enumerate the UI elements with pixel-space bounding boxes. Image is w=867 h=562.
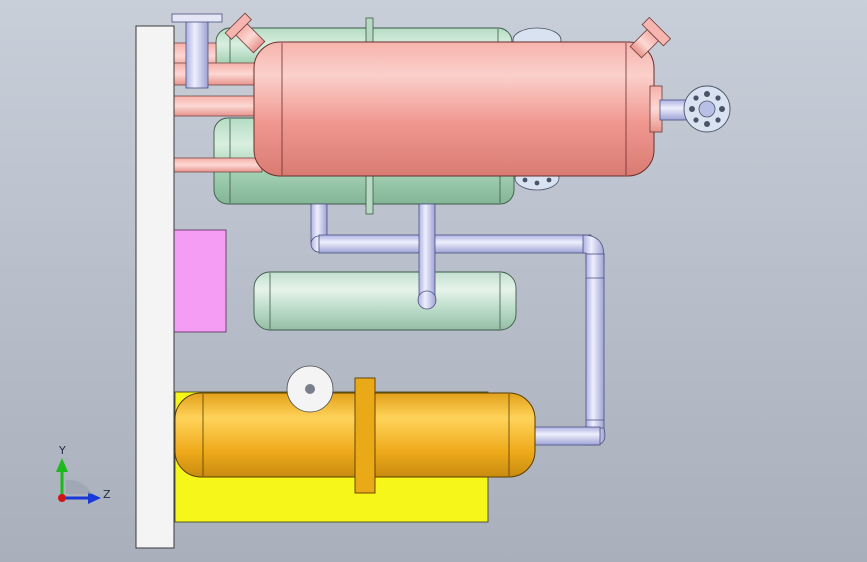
yellow-vessel-flange[interactable] [354, 377, 376, 494]
top-left-nozzle[interactable] [171, 13, 223, 89]
mint-vessel[interactable] [253, 271, 517, 331]
piping-network[interactable] [310, 203, 606, 446]
yellow-vessel-manhole[interactable] [286, 365, 334, 413]
outlet-flange[interactable] [683, 85, 731, 133]
angled-nozzle-right[interactable] [625, 16, 672, 62]
magenta-box[interactable] [173, 229, 227, 333]
frame-plate[interactable] [135, 25, 175, 549]
angled-nozzle-left[interactable] [224, 12, 269, 57]
salmon-main-vessel[interactable] [253, 41, 655, 177]
coordinate-triad: Y Z [56, 444, 111, 504]
triad-y-label: Y [58, 444, 66, 457]
triad-z-label: Z [103, 488, 111, 501]
